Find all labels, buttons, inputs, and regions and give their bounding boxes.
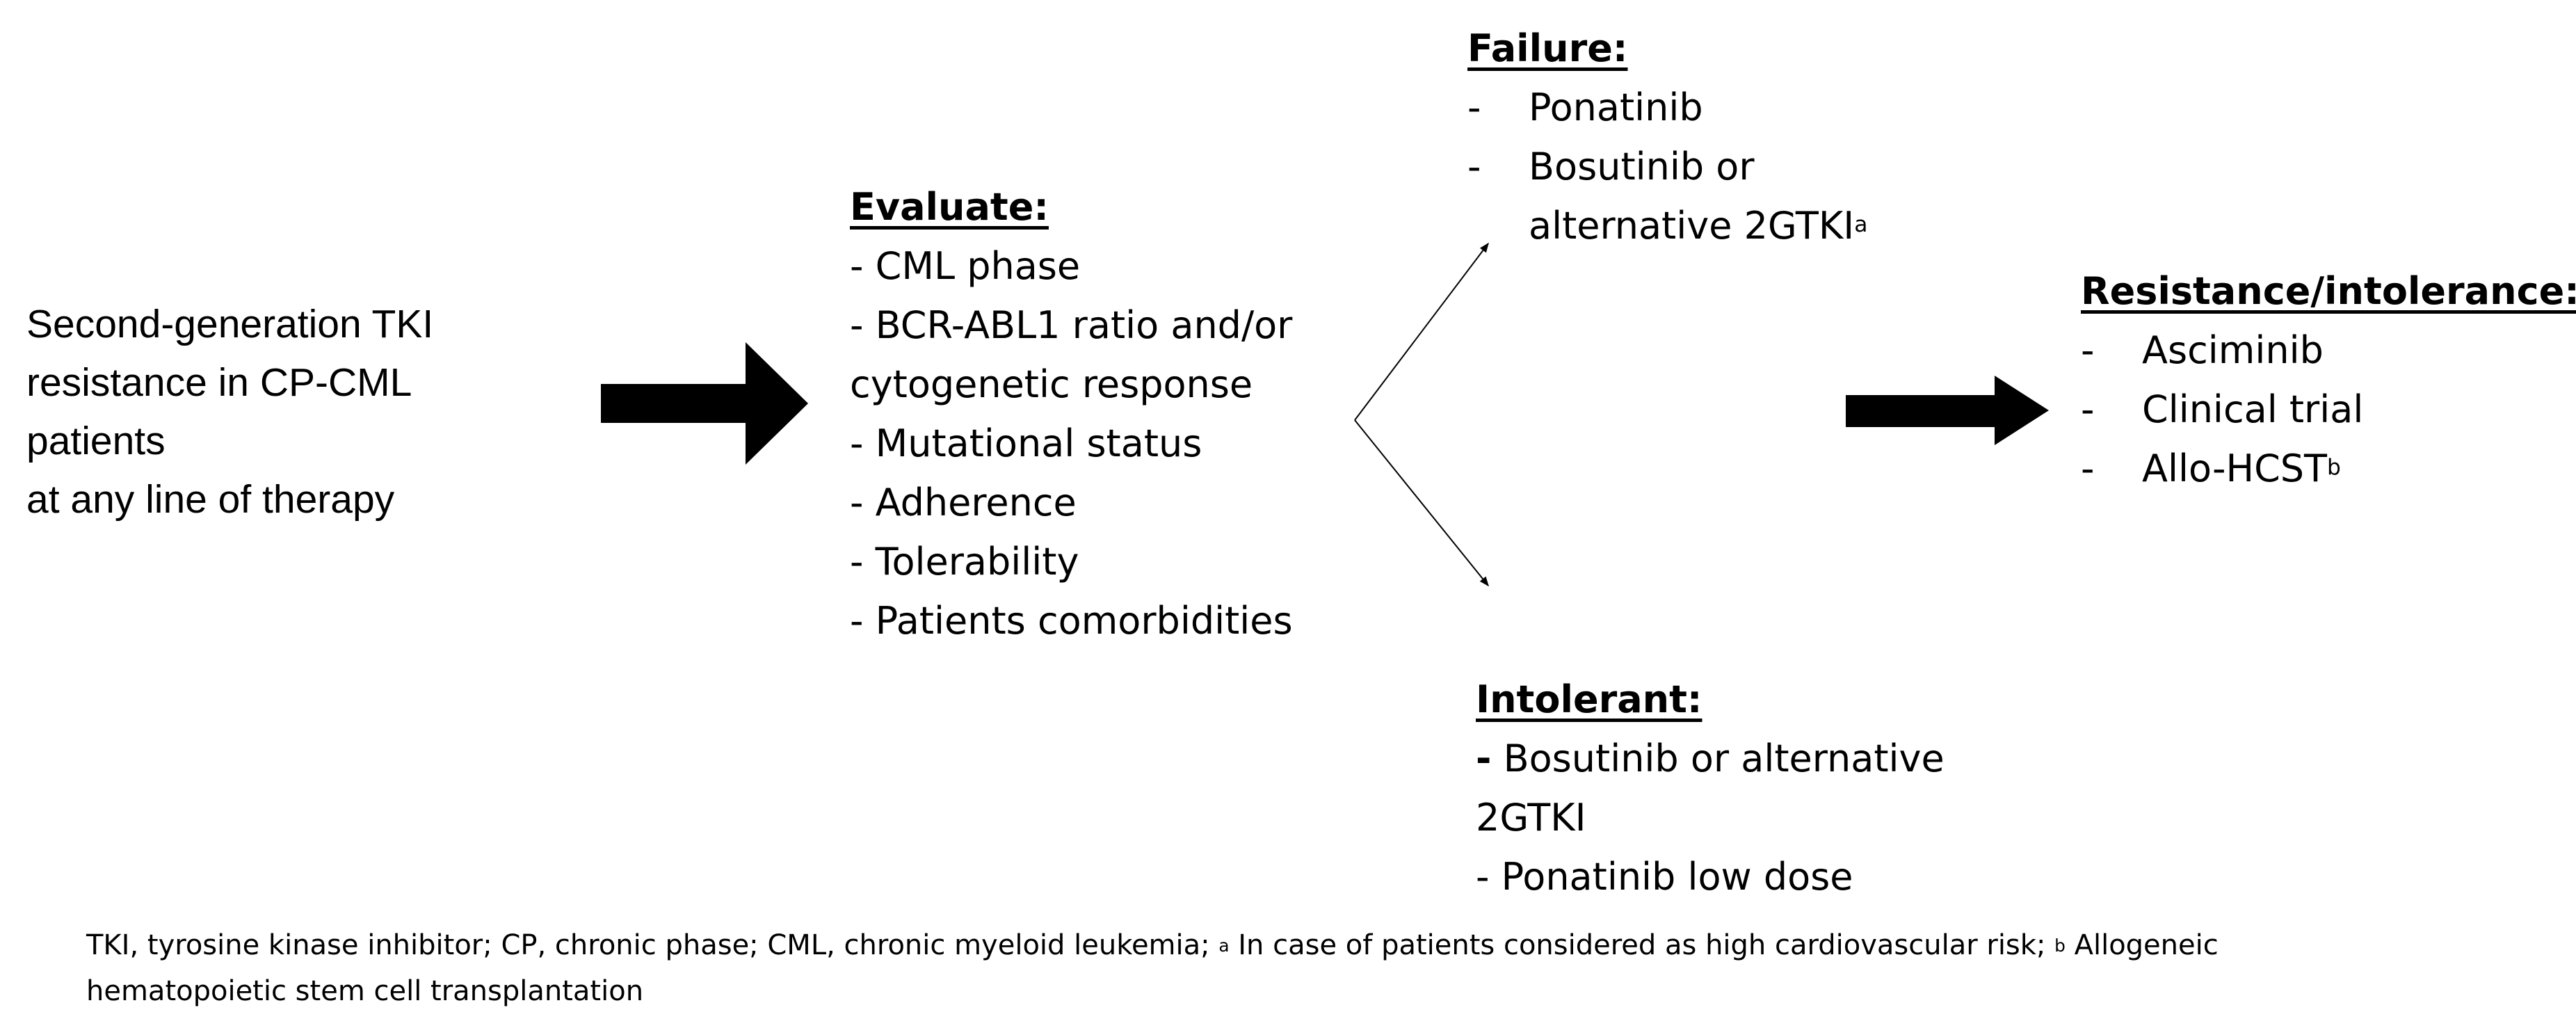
failure-continuation-text: alternative 2GTKI — [1529, 204, 1855, 248]
resistance-item-allo-hcst: - Allo-HCSTb — [2081, 439, 2576, 498]
evaluate-box: Evaluate: - CML phase - BCR-ABL1 ratio a… — [850, 177, 1293, 650]
resistance-item-text: Clinical trial — [2142, 387, 2364, 431]
intolerant-item-bosutinib: - Bosutinib or alternative — [1476, 729, 1945, 788]
failure-item-text: Ponatinib — [1529, 86, 1703, 129]
resistance-heading: Resistance/intolerance: — [2081, 269, 2576, 313]
evaluate-item-mutational-status: - Mutational status — [850, 422, 1202, 465]
resistance-dash: - — [2081, 387, 2095, 431]
footnote-line-2: hematopoietic stem cell transplantation — [86, 975, 644, 1007]
resistance-item-asciminib: - Asciminib — [2081, 321, 2576, 380]
intolerant-item-2gtki: 2GTKI — [1476, 796, 1586, 840]
intolerant-box: Intolerant: - Bosutinib or alternative 2… — [1476, 670, 1945, 906]
evaluate-item-tolerability: - Tolerability — [850, 540, 1079, 584]
branch-to-failure-line — [1354, 242, 1489, 421]
start-line-4: at any line of therapy — [26, 477, 395, 522]
failure-dash: - — [1467, 145, 1481, 188]
failure-box: Failure: - Ponatinib - Bosutinib or alte… — [1467, 19, 1867, 255]
start-box: Second-generation TKI resistance in CP-C… — [26, 295, 433, 529]
allo-hcst-text: Allo-HCST — [2142, 447, 2328, 490]
resistance-dash: - — [2081, 328, 2095, 372]
options-to-resistance-arrow — [1846, 376, 2049, 445]
branch-to-intolerant-line — [1354, 419, 1489, 587]
evaluate-heading: Evaluate: — [850, 185, 1049, 229]
failure-heading: Failure: — [1467, 26, 1628, 70]
footnote-sup-b: b — [2054, 936, 2066, 956]
start-line-3: patients — [26, 419, 166, 463]
footnote-part-1: TKI, tyrosine kinase inhibitor; CP, chro… — [86, 929, 1219, 961]
resistance-dash: - — [2081, 447, 2095, 490]
intolerant-dash: - — [1476, 737, 1492, 780]
evaluate-item-bcr-abl1: - BCR-ABL1 ratio and/or — [850, 303, 1293, 347]
footnote-line-1: TKI, tyrosine kinase inhibitor; CP, chro… — [86, 922, 2506, 968]
resistance-item-text: Asciminib — [2142, 328, 2324, 372]
failure-item-ponatinib: - Ponatinib — [1467, 78, 1867, 137]
failure-dash: - — [1467, 86, 1481, 129]
evaluate-item-comorbidities: - Patients comorbidities — [850, 599, 1293, 643]
intolerant-heading: Intolerant: — [1476, 677, 1702, 721]
footnote-part-2: In case of patients considered as high c… — [1229, 929, 2055, 961]
footnote-marker-a: a — [1854, 212, 1868, 237]
footnote-marker-b: b — [2327, 455, 2341, 480]
start-to-evaluate-arrow — [601, 342, 808, 465]
evaluate-item-cml-phase: - CML phase — [850, 244, 1081, 288]
footnote: TKI, tyrosine kinase inhibitor; CP, chro… — [86, 922, 2506, 1014]
resistance-box: Resistance/intolerance: - Asciminib - Cl… — [2081, 262, 2576, 498]
start-line-2: resistance in CP-CML — [26, 360, 412, 405]
failure-item-continuation: alternative 2GTKIa — [1467, 196, 1867, 255]
resistance-item-clinical-trial: - Clinical trial — [2081, 380, 2576, 439]
evaluate-item-adherence: - Adherence — [850, 481, 1077, 524]
footnote-sup-a: a — [1218, 936, 1230, 956]
failure-item-bosutinib: - Bosutinib or — [1467, 137, 1867, 196]
start-line-1: Second-generation TKI — [26, 302, 434, 346]
failure-item-text: Bosutinib or — [1529, 145, 1755, 188]
evaluate-item-cytogenetic: cytogenetic response — [850, 362, 1253, 406]
footnote-part-3: Allogeneic — [2065, 929, 2219, 961]
intolerant-item-ponatinib-low-dose: - Ponatinib low dose — [1476, 855, 1853, 899]
intolerant-item-text: Bosutinib or alternative — [1491, 737, 1945, 780]
resistance-item-text: Allo-HCSTb — [2142, 439, 2341, 498]
